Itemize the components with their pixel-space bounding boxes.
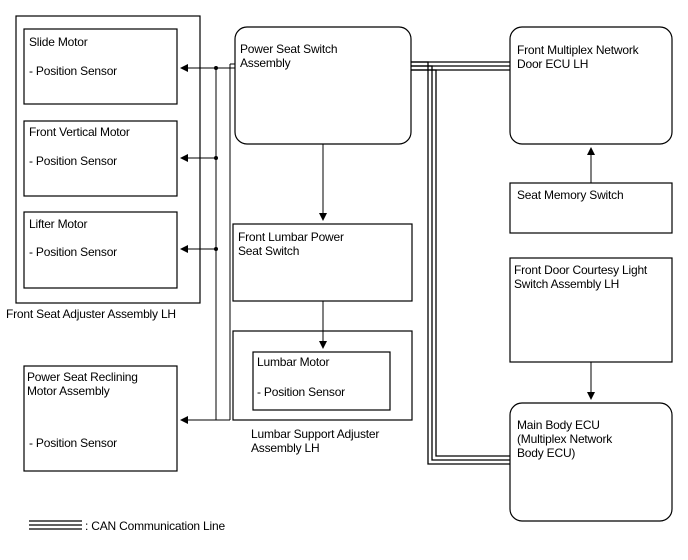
bus-junction-dots	[214, 66, 218, 251]
lumbar-motor-title: Lumbar Motor	[257, 355, 330, 369]
front-vertical-motor-title: Front Vertical Motor	[29, 125, 130, 139]
main-body-ecu-line3: Body ECU)	[517, 446, 576, 460]
main-body-ecu-line2: (Multiplex Network	[517, 432, 613, 446]
front-seat-adjuster-label: Front Seat Adjuster Assembly LH	[6, 307, 176, 321]
sensor-bus-lines	[180, 63, 235, 424]
courtesy-light-switch-line1: Front Door Courtesy Light	[514, 263, 648, 277]
reclining-motor-line1: Power Seat Reclining	[27, 370, 138, 384]
courtesy-light-switch-line2: Switch Assembly LH	[514, 277, 620, 291]
lifter-motor-sensor: - Position Sensor	[29, 245, 117, 259]
can-communication-lines	[411, 61, 510, 465]
lumbar-motor-sensor: - Position Sensor	[257, 385, 345, 399]
main-body-ecu-box	[509, 402, 673, 522]
multiplex-door-ecu-box	[509, 26, 673, 145]
front-lumbar-switch-line2: Seat Switch	[238, 244, 300, 258]
front-seat-adjuster-frame	[15, 15, 201, 304]
slide-motor-title: Slide Motor	[29, 35, 88, 49]
lifter-motor-title: Lifter Motor	[29, 217, 88, 231]
lumbar-support-label-line1: Lumbar Support Adjuster	[251, 427, 380, 441]
power-seat-switch-line2: Assembly	[240, 56, 291, 70]
main-body-ecu-line1: Main Body ECU	[517, 418, 600, 432]
can-legend-label: : CAN Communication Line	[85, 519, 225, 533]
reclining-motor-sensor: - Position Sensor	[29, 436, 117, 450]
multiplex-door-ecu-line2: Door ECU LH	[517, 57, 589, 71]
can-legend-swatch	[29, 520, 82, 530]
front-lumbar-switch-box	[232, 223, 413, 302]
slide-motor-box	[23, 28, 178, 105]
reclining-motor-line2: Motor Assembly	[27, 384, 110, 398]
lifter-motor-box	[23, 211, 178, 289]
slide-motor-sensor: - Position Sensor	[29, 64, 117, 78]
seat-memory-switch-label: Seat Memory Switch	[517, 188, 624, 202]
front-lumbar-switch-line1: Front Lumbar Power	[238, 230, 344, 244]
power-seat-switch-line1: Power Seat Switch	[240, 42, 338, 56]
seat-memory-switch-box	[509, 182, 673, 234]
lumbar-motor-box	[252, 351, 391, 411]
front-vertical-motor-sensor: - Position Sensor	[29, 154, 117, 168]
courtesy-light-switch-box	[509, 257, 673, 363]
multiplex-door-ecu-line1: Front Multiplex Network	[517, 43, 639, 57]
lumbar-support-label-line2: Assembly LH	[251, 441, 320, 455]
reclining-motor-box	[23, 365, 178, 472]
front-vertical-motor-box	[23, 120, 178, 197]
